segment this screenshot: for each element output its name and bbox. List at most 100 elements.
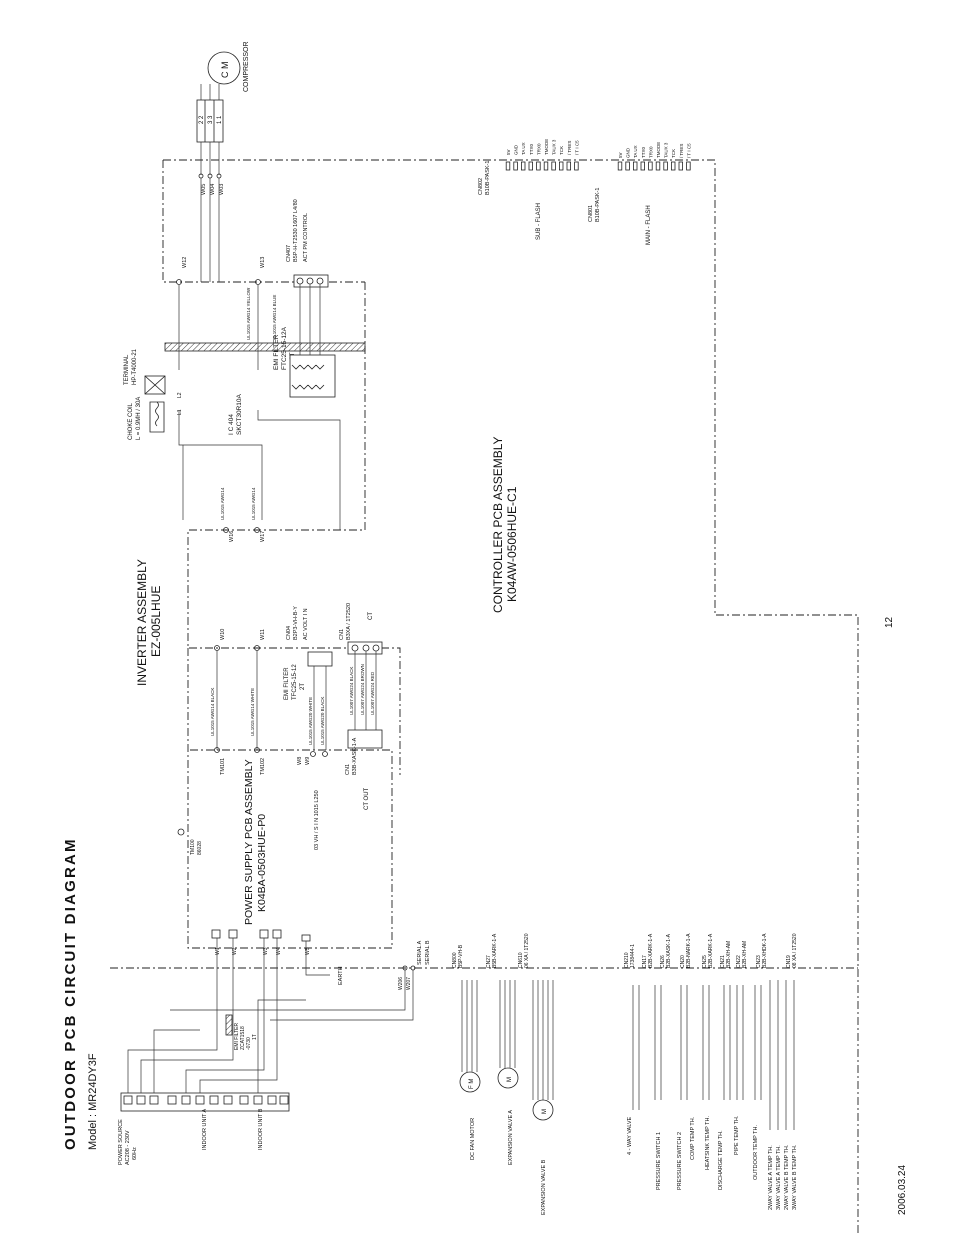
bottom-device-label: PIPE TEMP TH. (734, 1115, 740, 1155)
wire-w16-label: W16 (229, 531, 235, 542)
main-flash-label: MAIN - FLASH (646, 205, 652, 245)
emi-filter-top: EMI FILTER FTC25-15-12A 2T (273, 326, 336, 398)
bottom-connector-code: 08 XA / 1T2520 (792, 933, 798, 968)
exp-valve-a-symbol: M (507, 1077, 513, 1082)
page-title: OUTDOOR PCB CIRCUIT DIAGRAM (62, 837, 79, 1150)
bottom-device-label: DISCHARGE TEMP TH. (718, 1130, 724, 1190)
flash-pin (536, 161, 541, 171)
fan-motor-symbol: F M (469, 1079, 475, 1089)
power-source-label: POWER SOURCE (118, 1119, 124, 1165)
bottom-device-label: HEATSINK TEMP TH. (705, 1116, 711, 1170)
cn407-code: B5P-H-T2530 1607 L4/80 (293, 199, 299, 262)
wire-w9-label: W9 (305, 757, 311, 765)
serial-terminals: SERIAL A SERIAL B W206 W207 (170, 940, 431, 1021)
wire-w2-label: W2 (232, 947, 238, 955)
wire-ul-i: UL1015 AWG14 BLUE (272, 295, 277, 340)
cn1-label: CN1 (339, 629, 345, 640)
flash-pin (648, 161, 653, 171)
power-source-spec: AC208 - 230V (125, 1130, 131, 1165)
bottom-connector-code: 06 XA / 1T2520 (524, 933, 530, 968)
flash-pin (543, 161, 549, 171)
main-pins-item: TMODE (656, 142, 661, 158)
emi-filter-2-code: TFC25-15-12 (292, 664, 298, 700)
sub-pins-item: TTX0 (529, 144, 534, 155)
bottom-connector-name: CN19 (786, 955, 792, 968)
cn1b-label: CN1 (345, 764, 351, 775)
cn04-code: B2P3-VH-B-Y (293, 606, 299, 640)
wire-w05-label: W05 (201, 184, 207, 195)
bottom-connector-name: CN26 (660, 955, 666, 968)
wire-ul-g: UL1007 AWG24 RED (370, 671, 375, 715)
sub-flash-label: SUB - FLASH (536, 203, 542, 240)
tm102-label: TM102 (260, 758, 266, 775)
svg-text:UL1015 AWG14: UL1015 AWG14 (251, 487, 256, 520)
main-pins-item: TCK (671, 149, 676, 158)
tm100-label: TM100 (190, 839, 196, 855)
actpm-label: ACT PM CONTROL (303, 213, 309, 262)
wire-ul-b: UL1015 AWG14 WHITE (250, 688, 255, 736)
wire-w4-label: W4 (276, 947, 282, 955)
w207-label: W207 (406, 977, 412, 990)
power-terminals-w1-w5: W1 W2 W3 W4 W5 (211, 929, 311, 955)
flash-pin (574, 161, 579, 171)
cn802-label: CN802 (478, 178, 484, 195)
power-supply-assembly-code: K04BA-0503HUE-P0 (256, 814, 268, 912)
wire-w3-label: W3 (263, 947, 269, 955)
wire-group-top: W12 W13 UL1015 AWG14 YELLOW UL1015 AWG14… (176, 257, 341, 530)
bottom-connector-name: CN22 (736, 955, 742, 968)
w206-label: W206 (398, 977, 404, 990)
choke-coil-rating: L = 0.9MH / 30A (136, 397, 142, 440)
fan-motor: F M (459, 980, 481, 1093)
earth-label: EARTH (338, 966, 344, 985)
compressor-motor-symbol: C M (220, 62, 230, 79)
ct-connector: CN1 B3XA / 1T2520 CT UL1007 AWG24 BLACK … (339, 603, 383, 749)
emi-filter-3-turns: 1T (252, 1034, 258, 1040)
svg-text:UL1015 AWG14: UL1015 AWG14 (220, 487, 225, 520)
flash-pin (671, 161, 676, 171)
wire-w13-label: W13 (260, 257, 266, 268)
main-pins-item: TTX0 (641, 147, 646, 158)
indoor-unit-b-label: INDOOR UNIT B (258, 1108, 264, 1150)
ct-label: CT (368, 612, 374, 620)
wire-w04-label: W04 (210, 184, 216, 195)
cvh-label: 03 VH / S I N 1015 L250 (314, 790, 320, 850)
bottom-connector-code: B2B-XH-AM (742, 941, 748, 968)
sensor-wires (632, 980, 795, 1130)
indoor-unit-a-label: INDOOR UNIT A (202, 1109, 208, 1150)
emi-filter-3-code: ZCAT1518 (240, 1026, 246, 1050)
flash-pin (513, 161, 518, 171)
bottom-device-label: 3WAY VALVE B TEMP TH. (792, 1144, 798, 1210)
cn407-label: CN407 (286, 245, 292, 262)
ic404-code: SKCT30R10A (236, 394, 243, 435)
svg-text:2 2: 2 2 (199, 115, 205, 124)
cn407-connector: CN407 B5P-H-T2530 1607 L4/80 ACT PM CONT… (286, 199, 329, 355)
main-pins-item: TAUX 3 (664, 142, 669, 158)
bottom-connector-code: B2B-XARK-1-A (648, 933, 654, 968)
wire-ul-f: UL1007 AWG24 BROWN (360, 664, 365, 715)
wire-w5-label: W5 (305, 947, 311, 955)
flash-pin (528, 161, 533, 171)
terminal-block: TERMINAL HP-T4000-21 (124, 348, 166, 395)
choke-coil-label: CHOKE COIL (128, 402, 134, 440)
bottom-connector-code: B2B-XHDK-1-A (762, 933, 768, 968)
bottom-device-label: 2WAY VALVE B TEMP TH. (784, 1144, 790, 1210)
wire-ul-c: UL1015 AWG20 WHITE (308, 697, 313, 745)
cn801-code: B10B-PASK-1 (595, 188, 601, 222)
cn1-code: B3XA / 1T2520 (346, 603, 352, 640)
hatch-bar-left (225, 1014, 233, 1036)
bottom-connector-code: B2B-XARK-1-A (708, 933, 714, 968)
wire-w8-label: W8 (297, 757, 303, 765)
bottom-device-label: PRESSURE SWITCH 2 (677, 1132, 683, 1190)
controller-assembly-title: CONTROLLER PCB ASSEMBLY (491, 437, 505, 614)
bottom-device-label: EXPANSION VALVE A (508, 1110, 514, 1165)
sub-pins-item: / TRES (567, 141, 572, 155)
flash-pin (617, 161, 623, 171)
bottom-connector-name: CN210 (624, 952, 630, 968)
power-supply-section: TM101 TM102 TM100 86028 W8 W9 03 VH / S … (177, 737, 370, 985)
main-pins-item: GND (626, 147, 631, 158)
sub-pins-item: / T I C5 (574, 140, 579, 155)
main-pins-item: / T I C5 (686, 143, 691, 158)
flash-pin (566, 161, 571, 171)
